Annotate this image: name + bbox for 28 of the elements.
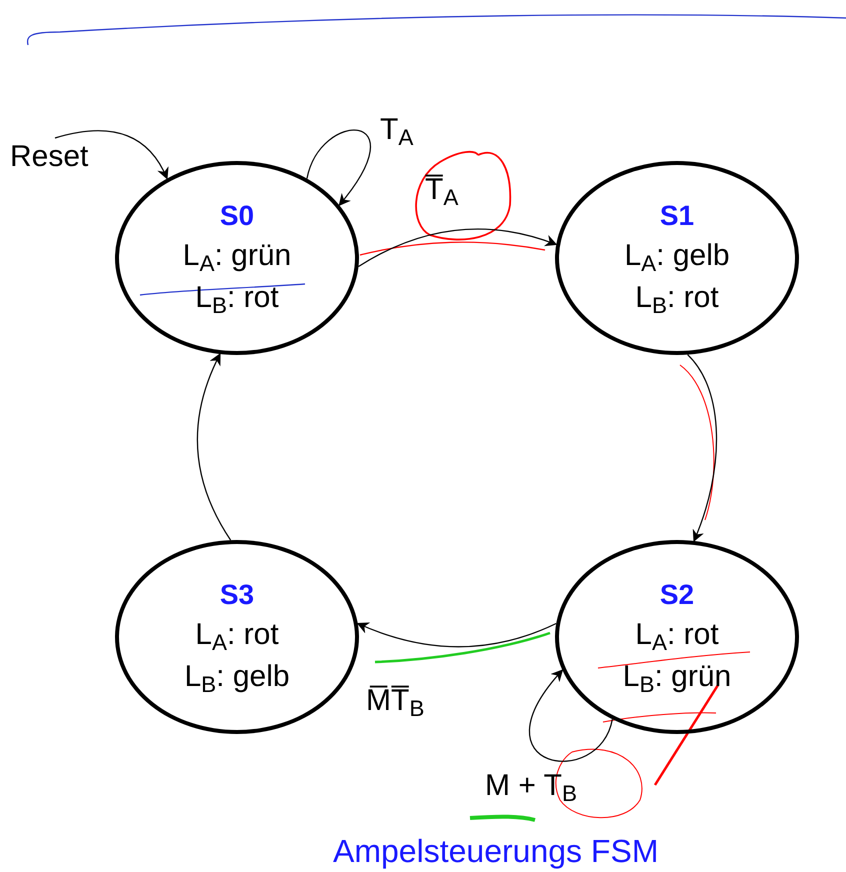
state-ellipse <box>115 161 359 355</box>
edge-label: T̅$_{A}$ <box>425 172 458 208</box>
state-output: L$_{A}$: gelb <box>624 238 730 277</box>
state-output: L$_{B}$: rot <box>195 280 279 319</box>
state-output: L$_{A}$: grün <box>182 238 292 277</box>
reset-label: Reset <box>10 138 110 176</box>
state-name: S1 <box>660 199 694 233</box>
transition-arrow <box>54 130 168 180</box>
state-ellipse <box>555 161 799 355</box>
state-output: L$_{B}$: gelb <box>184 659 290 698</box>
transition-arrow <box>529 669 613 762</box>
caption: Ampelsteuerungs FSM <box>333 832 658 870</box>
state-name: S2 <box>660 578 694 612</box>
transition-arrow <box>687 354 718 542</box>
state-ellipse <box>555 540 799 734</box>
transition-arrow <box>196 352 232 540</box>
state-ellipse <box>115 540 359 734</box>
state-output: L$_{B}$: rot <box>635 280 719 319</box>
state-name: S0 <box>220 199 254 233</box>
edge-label: T$_{A}$ <box>380 112 414 148</box>
state-output: L$_{B}$: grün <box>622 659 732 698</box>
state-output: L$_{A}$: rot <box>635 617 719 656</box>
state-output: L$_{A}$: rot <box>195 617 279 656</box>
transition-arrow <box>356 622 556 648</box>
transition-arrow <box>358 228 558 267</box>
transition-arrow <box>306 130 371 206</box>
state-name: S3 <box>220 578 254 612</box>
edge-label: M̅T̅$_{B}$ <box>366 683 424 719</box>
